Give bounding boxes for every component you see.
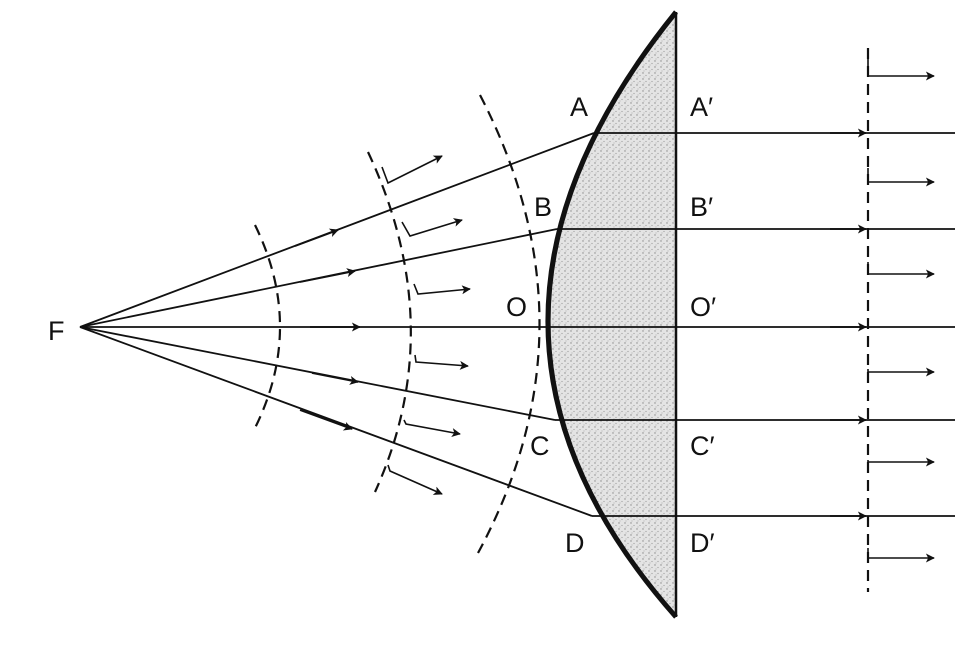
label-O: O: [506, 292, 527, 322]
ray-to-D: [79, 326, 593, 517]
wavefront-1: [254, 224, 281, 429]
lens-curved-surface: [545, 10, 678, 619]
spherical-propagation-arrows: [381, 155, 471, 495]
label-A-prime: A′: [690, 92, 713, 122]
plane-propagation-arrows: [867, 56, 935, 563]
incident-rays: [79, 132, 595, 517]
wavefront-3: [477, 94, 541, 554]
label-D-prime: D′: [690, 528, 715, 558]
label-A: A: [570, 92, 588, 122]
label-B-prime: B′: [690, 192, 713, 222]
spherical-wavefronts: [254, 94, 541, 554]
label-C: C: [530, 431, 550, 461]
incident-ray-arrows: [294, 228, 361, 431]
label-focus: F: [48, 316, 65, 346]
label-C-prime: C′: [690, 431, 715, 461]
label-D: D: [565, 528, 585, 558]
parallel-rays: [543, 128, 955, 521]
label-B: B: [534, 192, 552, 222]
label-O-prime: O′: [690, 292, 716, 322]
